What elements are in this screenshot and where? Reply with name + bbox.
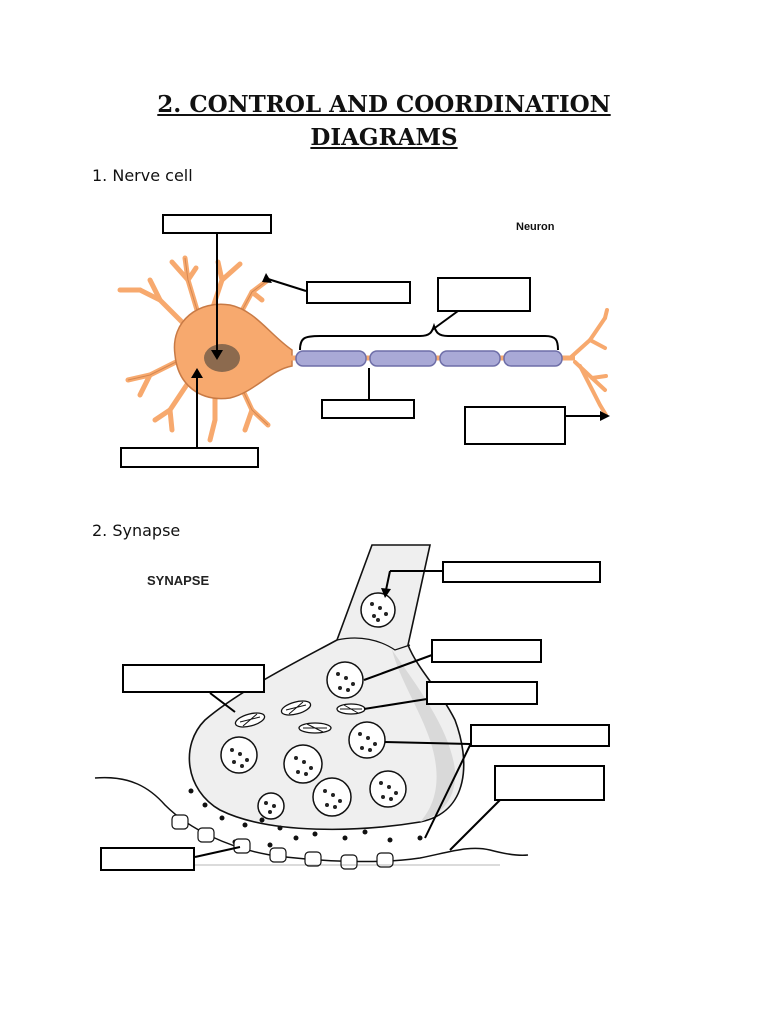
blank-label-box[interactable] xyxy=(122,664,265,693)
neuron-diagram: Neuron xyxy=(117,214,610,468)
postsynaptic-membrane xyxy=(94,776,529,863)
myelin-sheath xyxy=(295,350,563,367)
pointer-neurotransmitter xyxy=(384,741,471,745)
pointer-membrane xyxy=(209,692,236,713)
receptor-channels xyxy=(171,814,394,870)
blank-label-box[interactable] xyxy=(437,277,531,312)
page-title-line-2: DIAGRAMS xyxy=(310,124,458,151)
pointer-myelin xyxy=(431,310,459,331)
blank-label-box[interactable] xyxy=(426,681,538,705)
blank-label-box[interactable] xyxy=(470,724,610,747)
blank-label-box[interactable] xyxy=(120,447,259,468)
pointer-receptor xyxy=(194,846,241,858)
axon-terminal-bulb xyxy=(188,544,465,831)
nucleus xyxy=(204,344,240,372)
blank-label-box[interactable] xyxy=(306,281,411,304)
blank-label-box[interactable] xyxy=(100,847,195,871)
terminal-membrane-shade xyxy=(392,650,456,822)
pointer-vesicle xyxy=(363,654,433,681)
pointer-dendrite xyxy=(267,278,307,292)
pointer-cleft xyxy=(424,736,475,839)
blank-label-box[interactable] xyxy=(494,765,605,801)
synapse-diagram: SYNAPSE xyxy=(94,544,610,871)
axon-terminal xyxy=(568,308,609,417)
neuron-caption: Neuron xyxy=(516,221,555,233)
page-title-line-1: 2. CONTROL AND COORDINATION xyxy=(157,91,611,118)
blank-label-box[interactable] xyxy=(321,399,415,419)
pointer-mitochondria xyxy=(363,698,428,710)
blank-label-box[interactable] xyxy=(442,561,601,583)
axon-brace xyxy=(299,322,559,351)
section-label-synapse: 2. Synapse xyxy=(92,521,181,540)
blank-label-box[interactable] xyxy=(431,639,542,663)
section-label-nerve-cell: 1. Nerve cell xyxy=(92,166,193,185)
synapse-caption: SYNAPSE xyxy=(147,573,209,588)
blank-label-box[interactable] xyxy=(162,214,272,234)
blank-label-box[interactable] xyxy=(464,406,566,445)
pointer-postsynaptic xyxy=(449,799,501,851)
